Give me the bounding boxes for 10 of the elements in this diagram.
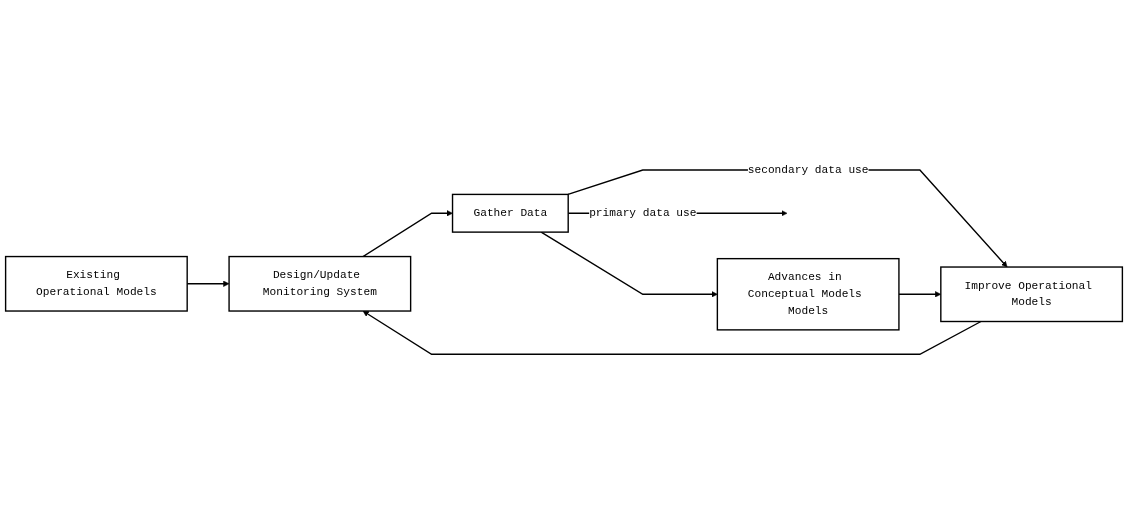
arrow [362,310,982,356]
node-box: Design/Update Monitoring System [228,255,412,312]
arrow [540,231,718,298]
edge-label: primary data use [589,207,697,220]
node-box: Existing Operational Models [4,255,188,312]
edge-label: secondary data use [747,163,869,177]
node-box: Advances in Conceptual Models Models [716,258,900,331]
arrow [362,210,453,258]
node-box: Gather Data [451,193,569,233]
node-box: Improve Operational Models [940,266,1124,323]
